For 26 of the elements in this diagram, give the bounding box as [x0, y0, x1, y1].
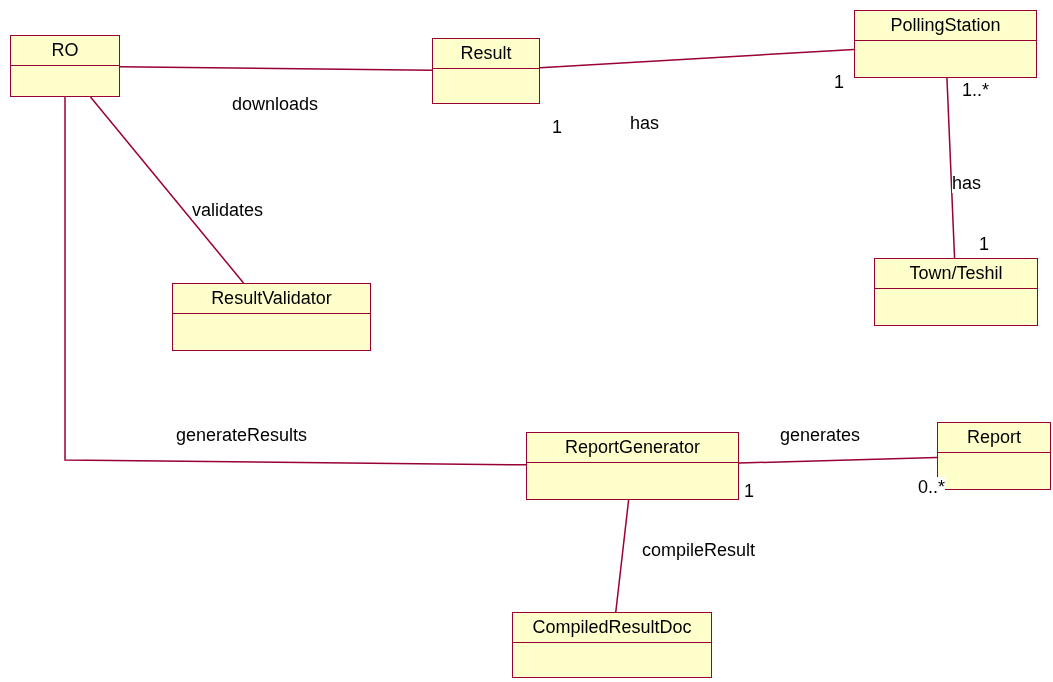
class-name: PollingStation	[855, 11, 1036, 41]
edge-label: compileResult	[642, 540, 756, 560]
class-box	[854, 10, 1037, 78]
association-line	[738, 456, 938, 464]
class-name: CompiledResultDoc	[513, 613, 711, 643]
class-name: ResultValidator	[173, 284, 370, 314]
class-name: Town/Teshil	[875, 259, 1037, 289]
class-box	[526, 432, 739, 500]
association-line	[119, 65, 433, 72]
association-line	[615, 499, 630, 613]
class-box	[432, 38, 540, 104]
association-line	[539, 48, 855, 69]
edge-label: validates	[192, 200, 264, 220]
association-line	[64, 96, 527, 466]
class-box	[10, 35, 120, 97]
class-box	[874, 258, 1038, 326]
class-name: ReportGenerator	[527, 433, 738, 463]
class-box	[172, 283, 371, 351]
edge-label: generateResults	[176, 425, 308, 445]
association-line	[89, 96, 245, 284]
association-line	[946, 77, 956, 259]
class-name: Report	[938, 423, 1050, 453]
class-box	[512, 612, 712, 678]
class-name: RO	[11, 36, 119, 66]
edge-label: has	[952, 173, 982, 193]
class-name: Result	[433, 39, 539, 69]
